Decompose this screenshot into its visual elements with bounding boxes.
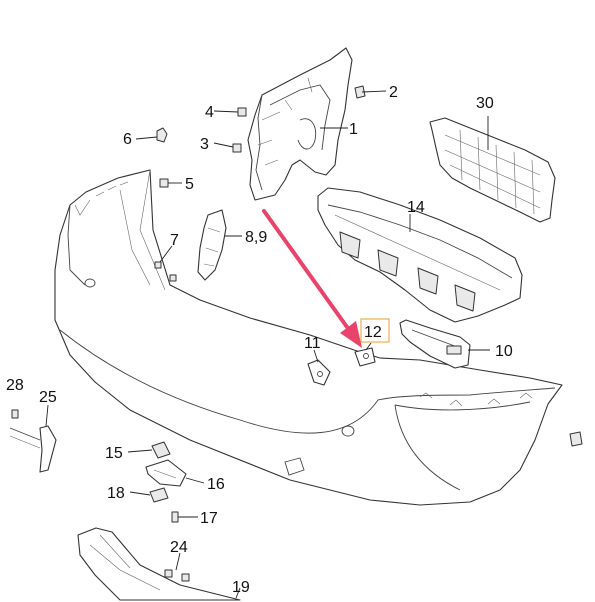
- beam-part-14: [317, 187, 523, 323]
- callout-30: 30: [476, 95, 494, 112]
- clip-part-11: [307, 359, 331, 386]
- callout-7: 7: [170, 232, 179, 249]
- callout-17: 17: [200, 510, 218, 527]
- nut-part-2: [354, 85, 366, 99]
- callout-24: 24: [170, 539, 188, 556]
- callout-5: 5: [185, 176, 194, 193]
- bracket-part-16: [145, 459, 187, 487]
- callout-28: 28: [6, 377, 24, 394]
- clip-part-6: [156, 127, 168, 143]
- screw-part-5: [159, 178, 169, 188]
- lower-trim-part-19: [77, 527, 241, 601]
- clip-part-15: [151, 441, 171, 459]
- callout-1: 1: [349, 121, 358, 138]
- strip-part-25: [9, 425, 57, 473]
- bracket-part-10: [399, 319, 471, 369]
- callouts: 1 2 3 4 5 6 7 8,9 10 11 12 14 15 16 17 1…: [6, 84, 513, 596]
- callout-14: 14: [407, 199, 425, 216]
- bracket-part-1: [247, 47, 353, 201]
- callout-25: 25: [39, 389, 57, 406]
- callout-12: 12: [364, 324, 382, 341]
- callout-3: 3: [200, 136, 209, 153]
- callout-15: 15: [105, 445, 123, 462]
- callout-11: 11: [304, 335, 321, 352]
- clip-part-28: [11, 409, 19, 419]
- callout-19: 19: [232, 579, 250, 596]
- callout-10: 10: [495, 343, 513, 360]
- callout-18: 18: [107, 485, 125, 502]
- leader-lines: [45, 90, 490, 599]
- callout-4: 4: [205, 104, 214, 121]
- callout-6: 6: [123, 131, 132, 148]
- absorber-part-30: [429, 117, 556, 223]
- clips-part-24: [164, 569, 190, 582]
- callout-16: 16: [207, 476, 225, 493]
- clip-part-18: [149, 487, 169, 503]
- bolt-part-3: [232, 143, 242, 153]
- highlight-box-12: [360, 318, 390, 343]
- callout-2: 2: [389, 84, 398, 101]
- clip-right: [569, 431, 583, 447]
- bumper-cover: [54, 169, 563, 506]
- pink-arrow: [262, 209, 362, 348]
- bolt-part-4: [237, 107, 247, 117]
- bracket-part-8-9: [197, 209, 227, 281]
- screw-part-17: [171, 511, 179, 523]
- screw-part-7: [154, 261, 177, 282]
- callout-8-9: 8,9: [245, 229, 267, 246]
